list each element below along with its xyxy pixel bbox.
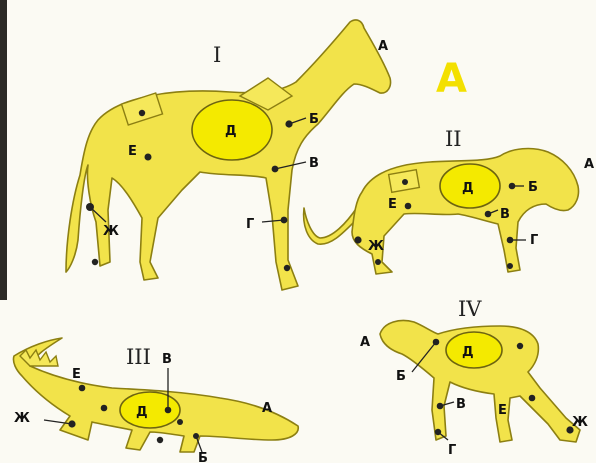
crocodile-label-d: Д [136, 405, 148, 420]
horse-label-zh: Ж [103, 224, 119, 239]
horse-joint-e [145, 154, 152, 161]
crocodile-label-v: В [162, 352, 172, 367]
crocodile-joint-fore-foot [157, 437, 163, 443]
lioness-figure: II А Б В Г Д Е Ж [304, 127, 594, 274]
ape-joint-hip [517, 343, 523, 349]
lioness-label-b: Б [528, 180, 538, 195]
crocodile-label-e: Е [72, 367, 81, 382]
crocodile-label-a: А [262, 401, 272, 416]
crocodile-label-zh: Ж [14, 411, 30, 426]
horse-joint-fore-hoof [284, 265, 290, 271]
ape-label-e: Е [498, 403, 507, 418]
horse-label-e: Е [128, 144, 137, 159]
ape-organ-d [446, 332, 502, 368]
ape-label-v: В [456, 397, 466, 412]
horse-joint-pelvis [139, 110, 145, 116]
ape-figure: IV А Б В Г Д Е Ж [360, 297, 588, 458]
crocodile-joint-elbow [177, 419, 183, 425]
crocodile-numeral: III [126, 345, 151, 369]
ape-label-b: Б [396, 369, 406, 384]
horse-figure: I А Б В Г Д Е Ж [66, 20, 391, 290]
crocodile-joint-hip [101, 405, 108, 412]
lioness-joint-zh [354, 236, 361, 243]
crocodile-figure: III А Б В Д Е Ж [13, 338, 298, 463]
ape-label-a: А [360, 335, 370, 350]
crocodile-joint-e [79, 385, 86, 392]
page-edge [0, 0, 7, 300]
panel-letter: А [436, 56, 467, 102]
horse-label-a: А [378, 39, 388, 54]
horse-joint-hind-hoof [92, 259, 98, 265]
ape-label-g: Г [448, 443, 456, 458]
lioness-numeral: II [445, 127, 462, 151]
horse-label-v: В [309, 156, 319, 171]
ape-numeral: IV [458, 297, 482, 321]
lioness-label-zh: Ж [368, 239, 384, 254]
lioness-label-a: А [584, 157, 594, 172]
lioness-label-e: Е [388, 197, 397, 212]
lioness-label-g: Г [530, 233, 538, 248]
horse-numeral: I [213, 43, 221, 67]
ape-label-d: Д [462, 345, 474, 360]
horse-label-d: Д [225, 124, 237, 139]
lioness-joint-pelvis [402, 179, 408, 185]
lioness-joint-e [405, 203, 412, 210]
horse-label-b: Б [309, 112, 319, 127]
ape-joint-e [529, 395, 536, 402]
lioness-label-d: Д [462, 181, 474, 196]
lioness-label-v: В [500, 207, 510, 222]
lioness-joint-hind-foot [375, 259, 381, 265]
horse-label-g: Г [246, 217, 254, 232]
lioness-joint-fore-foot [507, 263, 513, 269]
ape-label-zh: Ж [572, 415, 588, 430]
crocodile-label-b: Б [198, 451, 208, 463]
